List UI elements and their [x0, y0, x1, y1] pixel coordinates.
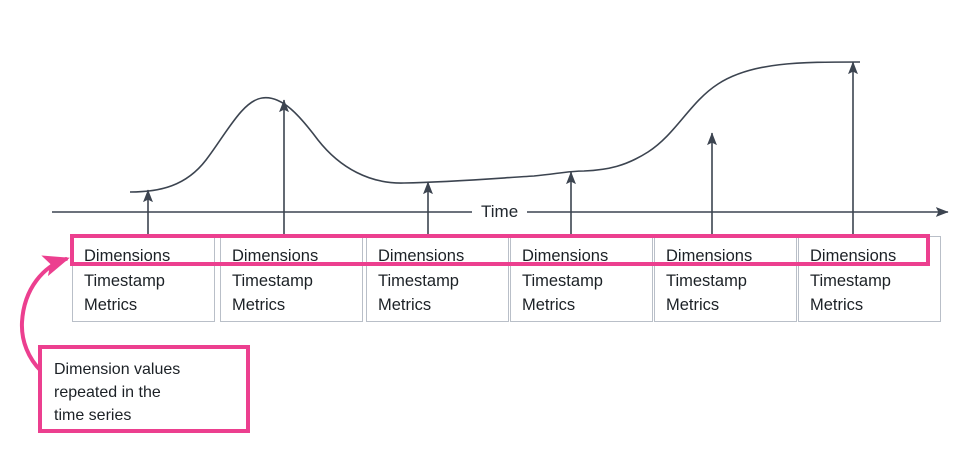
record-box[interactable]: Dimensions Timestamp Metrics: [220, 236, 363, 322]
record-timestamp-label: Timestamp: [232, 271, 313, 290]
record-timestamp-label: Timestamp: [810, 271, 891, 290]
time-axis-label: Time: [472, 203, 528, 221]
record-box[interactable]: Dimensions Timestamp Metrics: [366, 236, 509, 322]
record-metrics-label: Metrics: [810, 296, 864, 314]
callout-box: Dimension values repeated in the time se…: [38, 345, 250, 433]
signal-curve: [129, 61, 861, 193]
callout-line: time series: [54, 407, 132, 424]
record-timestamp-label: Timestamp: [522, 271, 603, 290]
record-timestamp-label: Timestamp: [666, 271, 747, 290]
record-dimensions-label: Dimensions: [810, 247, 897, 265]
record-box[interactable]: Dimensions Timestamp Metrics: [798, 236, 941, 322]
record-box[interactable]: Dimensions Timestamp Metrics: [72, 236, 215, 322]
record-metrics-label: Metrics: [378, 296, 432, 314]
record-metrics-label: Metrics: [666, 296, 720, 314]
sample-arrow-group: [143, 61, 858, 236]
callout-line: repeated in the: [54, 384, 161, 401]
record-dimensions-label: Dimensions: [84, 247, 171, 265]
record-metrics-label: Metrics: [232, 296, 286, 314]
record-box[interactable]: Dimensions Timestamp Metrics: [654, 236, 797, 322]
record-dimensions-label: Dimensions: [378, 247, 465, 265]
record-box[interactable]: Dimensions Timestamp Metrics: [510, 236, 653, 322]
record-metrics-label: Metrics: [84, 296, 138, 314]
record-dimensions-label: Dimensions: [522, 247, 609, 265]
record-dimensions-label: Dimensions: [232, 247, 319, 265]
record-timestamp-label: Timestamp: [378, 271, 459, 290]
record-dimensions-label: Dimensions: [666, 247, 753, 265]
record-metrics-label: Metrics: [522, 296, 576, 314]
record-timestamp-label: Timestamp: [84, 271, 165, 290]
callout-line: Dimension values: [54, 361, 181, 378]
